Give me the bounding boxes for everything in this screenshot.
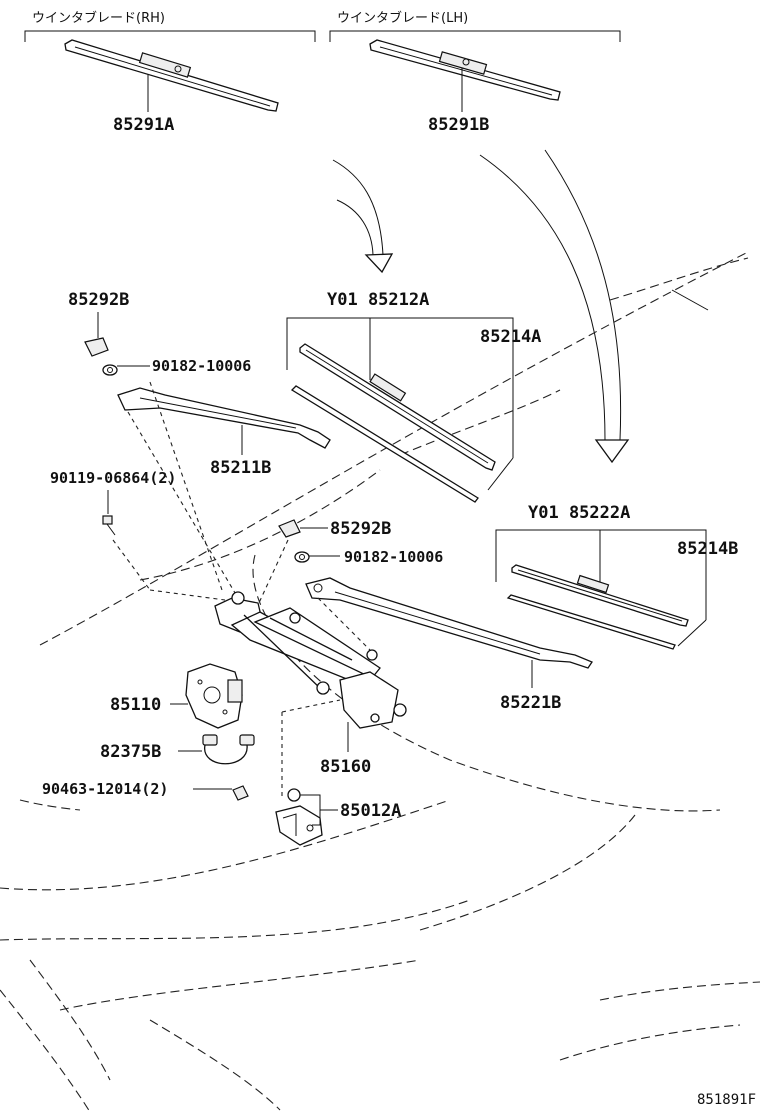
label-90182-mid: 90182-10006 [344,548,443,566]
label-85291B: 85291B [428,115,489,135]
wiper-link-assembly[interactable] [214,591,407,729]
wire-harness-82375B[interactable] [202,734,255,765]
wiper-arm-85211B[interactable] [117,387,331,449]
clip-90463[interactable] [232,785,249,801]
label-90119: 90119-06864(2) [50,469,176,487]
label-85292B-mid: 85292B [330,519,391,539]
bolt-90119[interactable] [102,515,116,536]
label-85214B: 85214B [677,539,738,559]
label-85221B: 85221B [500,693,561,713]
label-85222A: Y01 85222A [528,503,630,523]
arrow-to-blade-rh [332,159,394,274]
leader-85012A [300,794,338,826]
leader-85214A [487,457,514,491]
winter-blade-lh[interactable] [369,39,561,101]
wiper-refill-85214B[interactable] [506,594,676,650]
wiper-refill-85214A[interactable] [290,385,479,503]
header-bracket-rh: ウインタブレード(RH) [24,10,316,42]
wiper-arm-85221B[interactable] [305,577,593,669]
nut-90182-mid[interactable] [294,551,310,563]
mounting-guide-lines [112,381,371,800]
label-85012A: 85012A [340,801,401,821]
bracket-85212A [286,317,514,458]
label-85214A: 85214A [480,327,541,347]
header-blade-rh: ウインタブレード(RH) [32,10,165,26]
wiper-blade-85222A[interactable] [511,564,689,627]
wiper-blade-85212A[interactable] [299,343,496,471]
label-85110: 85110 [110,695,161,715]
cap-85292B-mid[interactable] [278,519,301,538]
label-85160: 85160 [320,757,371,777]
cap-85292B-top[interactable] [84,337,109,357]
header-blade-lh: ウインタブレード(LH) [337,10,468,26]
label-85291A: 85291A [113,115,174,135]
label-82375B: 82375B [100,742,161,762]
figure-number: 851891F [697,1092,756,1108]
label-90182-top: 90182-10006 [152,357,251,375]
leader-85214B [677,619,707,647]
label-85211B: 85211B [210,458,271,478]
bracket-85012A[interactable] [275,788,323,846]
winter-blade-rh[interactable] [64,39,279,112]
arrow-to-blade-lh [479,149,630,464]
header-bracket-lh: ウインタブレード(LH) [329,10,621,42]
label-85212A: Y01 85212A [327,290,429,310]
label-85292B-top: 85292B [68,290,129,310]
bracket-85222A [495,529,707,620]
wiper-motor-85110[interactable] [185,663,243,729]
label-90463: 90463-12014(2) [42,780,168,798]
nut-90182-top[interactable] [102,364,118,376]
